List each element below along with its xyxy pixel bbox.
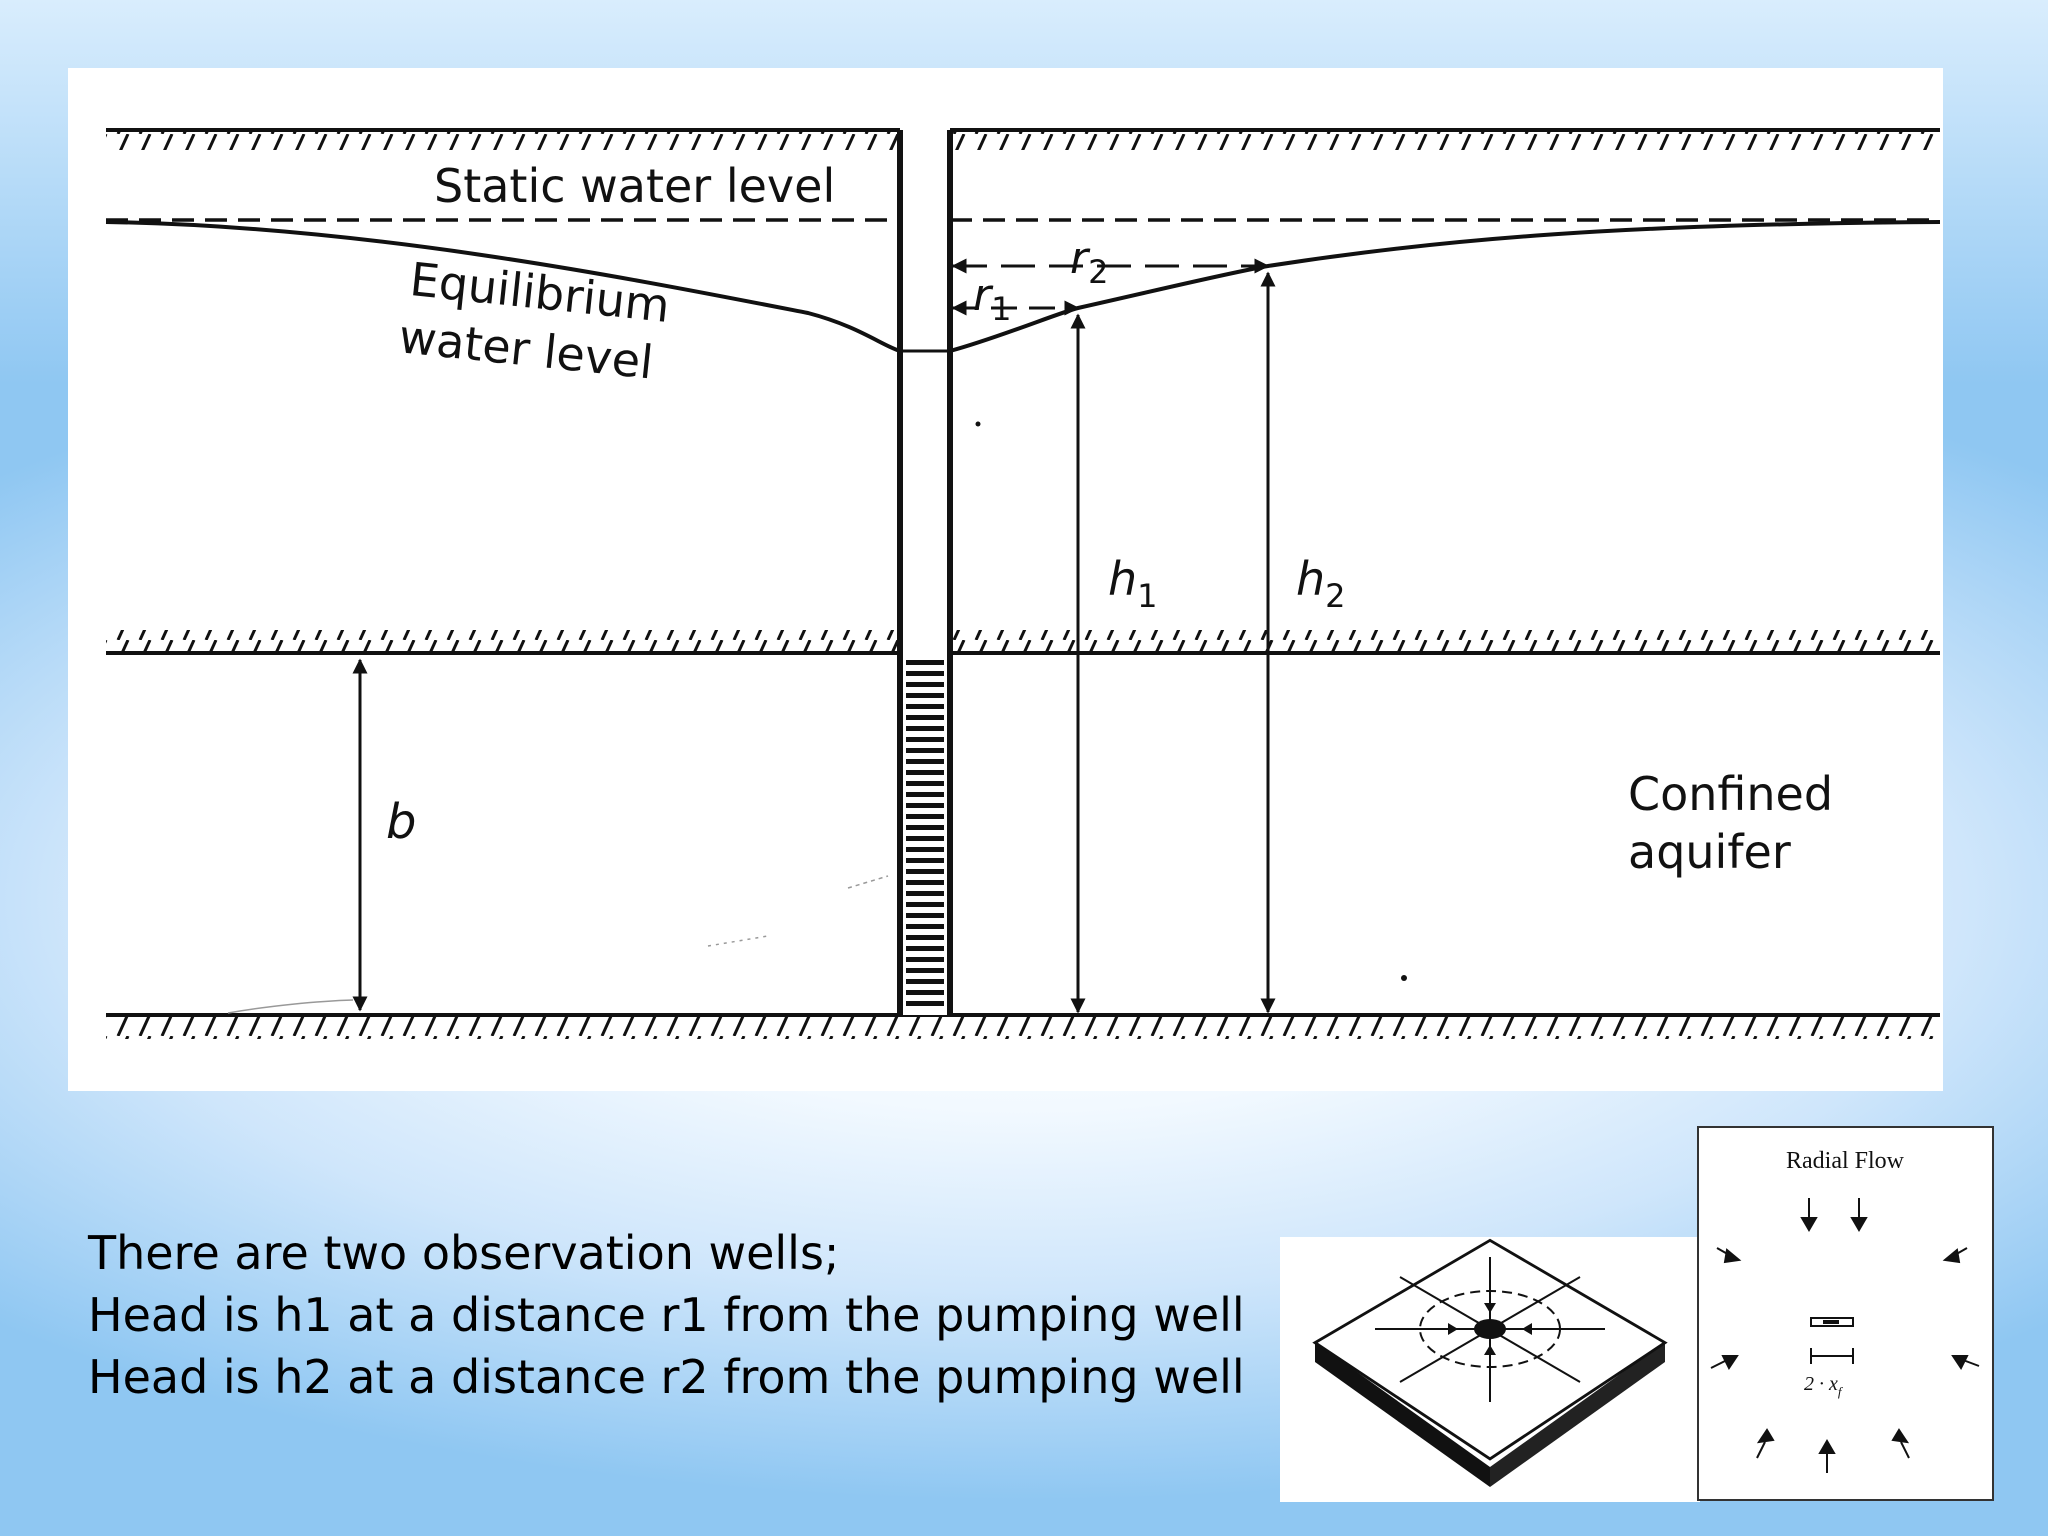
- r1-label: r1: [973, 270, 1011, 328]
- well-screen-slot: [906, 704, 944, 709]
- well-screen-slot: [906, 946, 944, 951]
- well-screen-slot: [906, 913, 944, 918]
- well-screen-slot: [906, 880, 944, 885]
- well-screen-slot: [906, 803, 944, 808]
- well-screen-slot: [906, 715, 944, 720]
- well-screen-slot: [906, 737, 944, 742]
- upper-confining-layer: [106, 630, 1940, 655]
- well-screen-slot: [906, 858, 944, 863]
- well-screen-slot: [906, 979, 944, 984]
- well-screen-slot: [906, 660, 944, 665]
- radial-flow-plate-illustration: [1280, 1237, 1700, 1502]
- well-screen-slot: [906, 1001, 944, 1006]
- stray-dot: [975, 421, 981, 427]
- well-screen-slot: [906, 693, 944, 698]
- well-screen-slot: [906, 814, 944, 819]
- r2-label: r2: [1070, 233, 1108, 291]
- body-line-1: There are two observation wells;: [88, 1226, 840, 1280]
- ground-surface: [106, 128, 1940, 150]
- scan-artifacts: [227, 875, 889, 1014]
- well-screen-slot: [906, 781, 944, 786]
- well-screen-slot: [906, 968, 944, 973]
- well-screen-slot: [906, 792, 944, 797]
- well-screen-slot: [906, 935, 944, 940]
- confined-aquifer-label-line1: Confined: [1628, 767, 1833, 821]
- static-water-level-label: Static water level: [434, 159, 835, 213]
- xf-label: 2 · xf: [1804, 1373, 1844, 1399]
- well-screen-slot: [906, 902, 944, 907]
- lower-confining-layer: [106, 1013, 1940, 1039]
- h2-label: h2: [1296, 552, 1346, 615]
- h1-label: h1: [1108, 552, 1158, 615]
- body-line-3: Head is h2 at a distance r2 from the pum…: [88, 1350, 1245, 1404]
- b-label: b: [386, 794, 416, 850]
- well-screen-slot: [906, 847, 944, 852]
- radial-flow-title: Radial Flow: [1786, 1148, 1905, 1174]
- stray-dot: [1401, 975, 1407, 981]
- well-screen-slot: [906, 726, 944, 731]
- confined-aquifer-label-line2: aquifer: [1628, 825, 1791, 879]
- equilibrium-water-level-curve: [105, 220, 1941, 353]
- well-screen-slot: [906, 682, 944, 687]
- well-screen-slot: [906, 748, 944, 753]
- well-screen-slot: [906, 825, 944, 830]
- well-screen-slot: [906, 836, 944, 841]
- well-screen-slot: [906, 990, 944, 995]
- confined-aquifer-diagram: Static water level Equilibrium water lev…: [68, 68, 1943, 1091]
- radial-flow-panel: Radial Flow 2 · xf: [1697, 1126, 1994, 1501]
- well-screen: [906, 660, 944, 1006]
- well-screen-slot: [906, 924, 944, 929]
- pumping-well: [897, 130, 953, 1015]
- body-text: There are two observation wells; Head is…: [88, 1222, 1288, 1408]
- body-line-2: Head is h1 at a distance r1 from the pum…: [88, 1288, 1245, 1342]
- well-screen-slot: [906, 759, 944, 764]
- well-screen-slot: [906, 957, 944, 962]
- well-screen-slot: [906, 869, 944, 874]
- well-screen-slot: [906, 891, 944, 896]
- well-screen-slot: [906, 671, 944, 676]
- well-screen-slot: [906, 770, 944, 775]
